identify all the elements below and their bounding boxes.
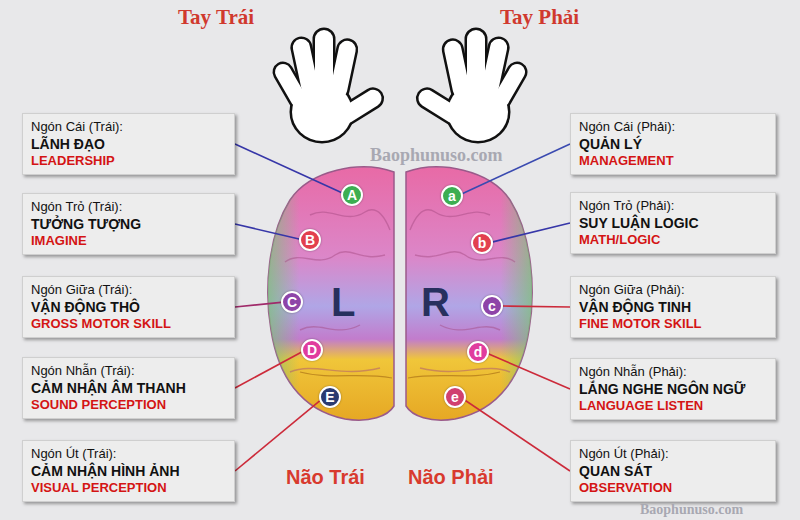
brain-point: B	[299, 229, 321, 251]
finger-name: Ngón Trỏ (Phải):	[579, 198, 767, 214]
trait-en: MANAGEMENT	[579, 153, 767, 169]
brain-half-title: Não Phải	[408, 466, 494, 489]
brain-half-title: Não Trái	[286, 466, 365, 489]
right-hand	[415, 30, 528, 141]
point-letter: a	[448, 189, 456, 203]
point-letter: c	[488, 299, 496, 313]
trait-vi: QUAN SÁT	[579, 462, 767, 480]
brain-point: E	[319, 386, 341, 408]
leader-line	[493, 223, 570, 242]
trait-en: IMAGINE	[31, 233, 226, 249]
leader-line	[503, 305, 570, 308]
brain-point: C	[281, 291, 303, 313]
trait-en: SOUND PERCEPTION	[31, 397, 226, 413]
left-hand	[272, 30, 385, 141]
trait-vi: LÃNH ĐẠO	[31, 135, 226, 153]
finger-name: Ngón Giữa (Trái):	[31, 282, 226, 298]
trait-vi: CẢM NHẬN HÌNH ẢNH	[31, 462, 226, 480]
trait-en: MATH/LOGIC	[579, 232, 767, 248]
watermark: Baophunuso.com	[640, 502, 743, 518]
finger-box: Ngón Giữa (Phải):VẬN ĐỘNG TINHFINE MOTOR…	[570, 276, 776, 338]
point-letter: D	[307, 343, 317, 357]
brain-point: c	[481, 295, 503, 317]
trait-en: VISUAL PERCEPTION	[31, 480, 226, 496]
brain-point: b	[471, 232, 493, 254]
finger-name: Ngón Út (Trái):	[31, 446, 226, 462]
leader-line	[235, 401, 320, 471]
finger-box: Ngón Giữa (Trái):VẬN ĐỘNG THÔGROSS MOTOR…	[22, 276, 235, 338]
trait-en: LEADERSHIP	[31, 153, 226, 169]
finger-box: Ngón Trỏ (Trái):TƯỞNG TƯỢNGIMAGINE	[22, 193, 235, 255]
finger-name: Ngón Cái (Phải):	[579, 119, 767, 135]
trait-vi: TƯỞNG TƯỢNG	[31, 215, 226, 233]
point-letter: d	[474, 345, 483, 359]
finger-box: Ngón Trỏ (Phải):SUY LUẬN LOGICMATH/LOGIC	[570, 192, 776, 254]
finger-box: Ngón Cái (Trái):LÃNH ĐẠOLEADERSHIP	[22, 113, 235, 175]
trait-en: LANGUAGE LISTEN	[579, 398, 767, 414]
finger-name: Ngón Trỏ (Trái):	[31, 199, 226, 215]
trait-vi: QUẢN LÝ	[579, 135, 767, 153]
point-letter: B	[305, 233, 315, 247]
leader-line	[235, 144, 341, 193]
point-letter: e	[451, 390, 459, 404]
brain-point: a	[441, 185, 463, 207]
trait-vi: VẬN ĐỘNG THÔ	[31, 298, 226, 316]
trait-vi: CẢM NHẬN ÂM THANH	[31, 379, 226, 397]
finger-box: Ngón Út (Phải):QUAN SÁTOBSERVATION	[570, 440, 776, 502]
point-letter: A	[347, 188, 357, 202]
finger-box: Ngón Út (Trái):CẢM NHẬN HÌNH ẢNHVISUAL P…	[22, 440, 235, 502]
trait-vi: SUY LUẬN LOGIC	[579, 214, 767, 232]
hand-title: Tay Phải	[500, 5, 579, 30]
finger-name: Ngón Cái (Trái):	[31, 119, 226, 135]
point-letter: E	[325, 390, 334, 404]
brain-point: A	[341, 184, 363, 206]
leader-line	[235, 224, 299, 239]
trait-en: GROSS MOTOR SKILL	[31, 316, 226, 332]
hand-title: Tay Trái	[178, 5, 254, 30]
leader-line	[235, 302, 281, 307]
point-letter: C	[287, 295, 297, 309]
trait-vi: VẬN ĐỘNG TINH	[579, 298, 767, 316]
brain-point: d	[467, 341, 489, 363]
finger-name: Ngón Nhẫn (Phải):	[579, 364, 767, 380]
leader-line	[235, 352, 301, 388]
finger-box: Ngón Nhẫn (Phải):LẮNG NGHE NGÔN NGỮLANGU…	[570, 358, 776, 420]
trait-en: OBSERVATION	[579, 480, 767, 496]
leader-line	[489, 354, 570, 389]
finger-name: Ngón Nhẫn (Trái):	[31, 363, 226, 379]
point-letter: b	[478, 236, 487, 250]
leader-line	[465, 401, 570, 471]
trait-vi: LẮNG NGHE NGÔN NGỮ	[579, 380, 767, 398]
watermark: Baophunuso.com	[370, 145, 503, 166]
finger-name: Ngón Út (Phải):	[579, 446, 767, 462]
hemisphere-letter: L	[331, 280, 355, 325]
finger-name: Ngón Giữa (Phải):	[579, 282, 767, 298]
finger-box: Ngón Nhẫn (Trái):CẢM NHẬN ÂM THANHSOUND …	[22, 357, 235, 419]
brain	[268, 167, 532, 420]
brain-point: e	[444, 386, 466, 408]
trait-en: FINE MOTOR SKILL	[579, 316, 767, 332]
finger-box: Ngón Cái (Phải):QUẢN LÝMANAGEMENT	[570, 113, 776, 175]
hemisphere-letter: R	[421, 280, 450, 325]
brain-point: D	[301, 339, 323, 361]
